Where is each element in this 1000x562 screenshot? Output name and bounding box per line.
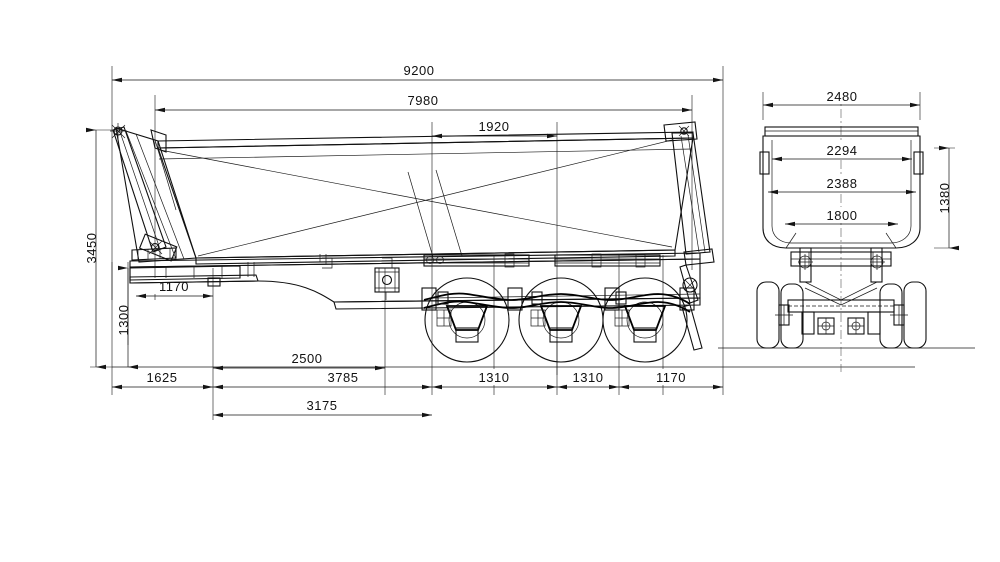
extension-lines bbox=[111, 66, 724, 420]
dim-label-1310-b: 1310 bbox=[573, 370, 604, 385]
dim-label-1310-a: 1310 bbox=[479, 370, 510, 385]
dim-mid-width-2388: 2388 bbox=[768, 175, 916, 195]
hydraulic-hoist-cylinder bbox=[110, 123, 178, 262]
dim-overall-length-9200: 9200 bbox=[112, 62, 723, 83]
running-gear bbox=[421, 253, 703, 363]
kingpin-plate bbox=[129, 247, 241, 287]
dim-chain-bottom: 1625 3785 1310 1310 1170 bbox=[112, 369, 723, 390]
dim-label-1920: 1920 bbox=[479, 119, 510, 134]
dim-label-1300: 1300 bbox=[116, 305, 131, 336]
suspension-air-tubes bbox=[423, 253, 661, 268]
leaf-spring-suspension bbox=[421, 287, 695, 343]
axle-3 bbox=[602, 277, 688, 363]
dim-label-7980: 7980 bbox=[408, 93, 439, 108]
rear-elevation-view: 2480 2294 2388 1800 1380 bbox=[718, 88, 975, 372]
dim-label-1380: 1380 bbox=[937, 183, 952, 214]
dim-label-3175: 3175 bbox=[307, 398, 338, 413]
rear-underrun-bar bbox=[681, 304, 703, 351]
dim-inner-top-width-2294: 2294 bbox=[772, 142, 912, 162]
dim-label-2294: 2294 bbox=[827, 143, 858, 158]
wheel-left-inner bbox=[780, 283, 804, 349]
tipper-body bbox=[157, 131, 694, 265]
dim-label-2388: 2388 bbox=[827, 176, 858, 191]
front-headboard bbox=[115, 127, 197, 263]
dim-landing-gear-2500: 2500 bbox=[213, 350, 385, 371]
rear-wheels bbox=[756, 281, 927, 349]
landing-gear bbox=[374, 267, 400, 300]
dim-label-1625: 1625 bbox=[147, 370, 178, 385]
dim-body-height-1380: 1380 bbox=[937, 145, 959, 251]
dim-label-3785: 3785 bbox=[328, 370, 359, 385]
rear-tailgate bbox=[663, 121, 715, 304]
dim-label-1170-front: 1170 bbox=[159, 279, 189, 294]
dim-overall-height-3450: 3450 bbox=[84, 127, 112, 370]
dim-floor-width-1800: 1800 bbox=[785, 207, 898, 227]
dim-label-2500: 2500 bbox=[292, 351, 323, 366]
kingpin bbox=[207, 277, 221, 287]
dim-overall-width-2480: 2480 bbox=[763, 88, 920, 108]
dim-coupling-height-1300: 1300 bbox=[116, 265, 138, 370]
dim-body-length-7980: 7980 bbox=[155, 92, 692, 113]
dim-label-1170-rear: 1170 bbox=[656, 370, 686, 385]
chassis-frame bbox=[129, 252, 701, 310]
dim-label-2480: 2480 bbox=[827, 89, 858, 104]
dim-landing-gear-to-axle-3175: 3175 bbox=[213, 397, 432, 418]
dim-label-9200: 9200 bbox=[404, 63, 435, 78]
dim-label-1800: 1800 bbox=[827, 208, 858, 223]
dim-label-3450: 3450 bbox=[84, 233, 99, 264]
side-elevation-view: 9200 7980 1920 3450 1300 bbox=[84, 62, 915, 420]
wheel-right-inner bbox=[879, 283, 903, 349]
